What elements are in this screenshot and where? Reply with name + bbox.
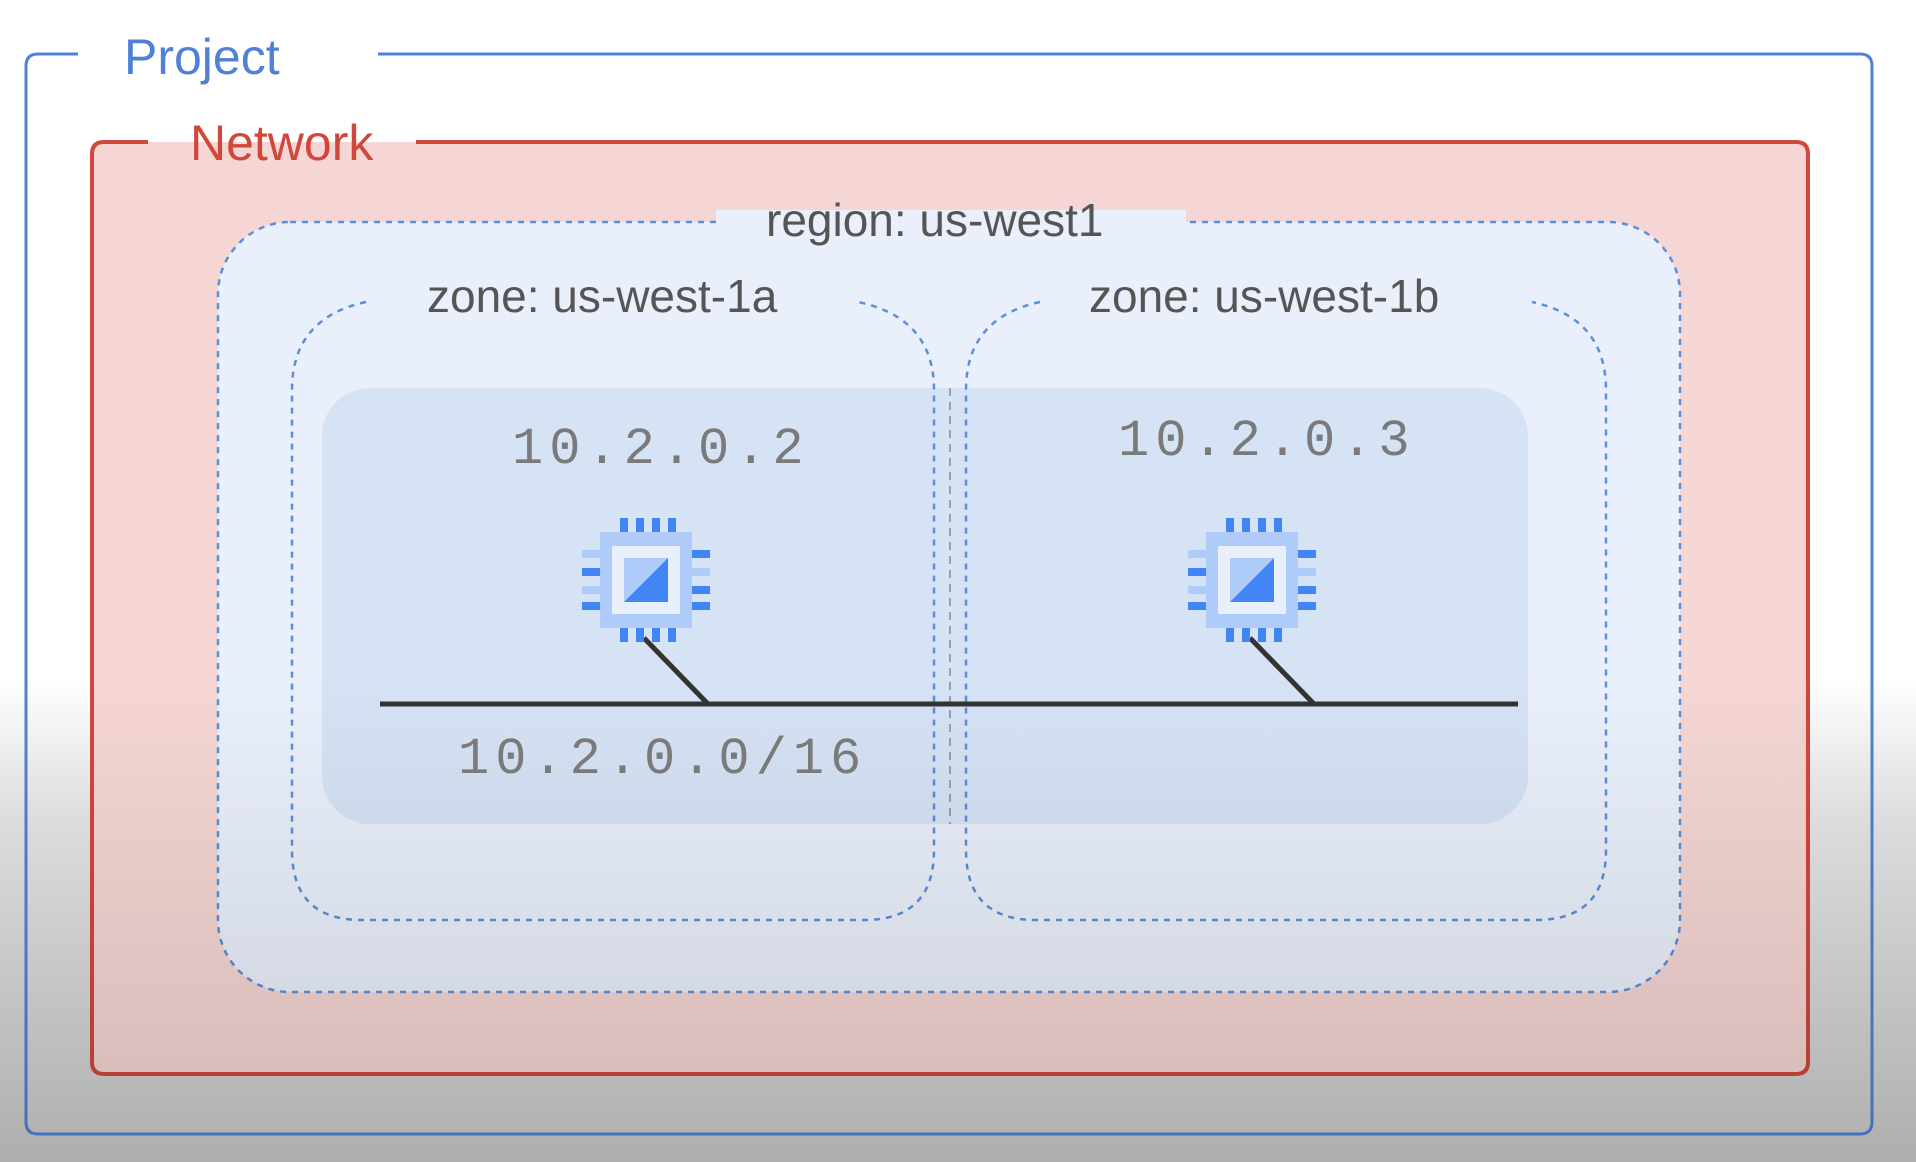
region-label: region: us-west1	[766, 194, 1104, 246]
project-label: Project	[124, 29, 280, 85]
zone-label-b: zone: us-west-1b	[1089, 270, 1440, 322]
instance-ip-b: 10.2.0.3	[1118, 412, 1416, 471]
subnet-cidr: 10.2.0.0/16	[458, 730, 868, 789]
instance-ip-a: 10.2.0.2	[512, 420, 810, 479]
zone-label-a: zone: us-west-1a	[427, 270, 778, 322]
network-label: Network	[190, 115, 374, 171]
